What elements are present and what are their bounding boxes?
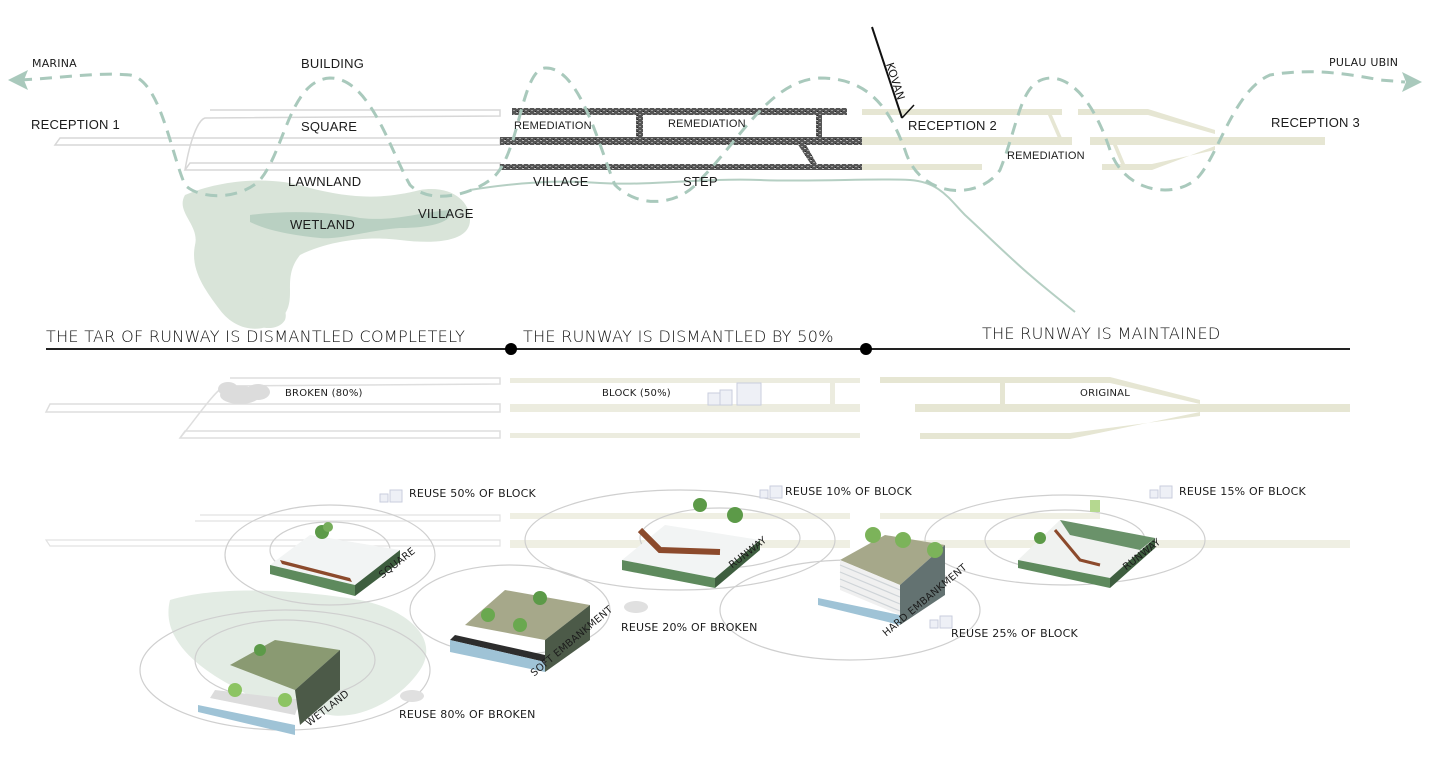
zone-remediation-1: REMEDIATION bbox=[514, 120, 592, 132]
zone-lawnland: LAWNLAND bbox=[288, 174, 362, 189]
runway-outline-left bbox=[53, 109, 501, 171]
runway-broken bbox=[44, 377, 501, 439]
route-dashed bbox=[19, 66, 1406, 203]
reception-3: RECEPTION 3 bbox=[1271, 115, 1360, 130]
zone-village-1: VILLAGE bbox=[418, 206, 474, 221]
phase-2-title: THE RUNWAY IS DISMANTLED BY 50% bbox=[523, 327, 834, 346]
zone-square: SQUARE bbox=[301, 119, 358, 134]
reuse-label-soft-embankment: REUSE 20% OF BROKEN bbox=[621, 621, 758, 634]
kovan-road bbox=[871, 26, 903, 119]
timeline-node-2[interactable] bbox=[860, 343, 872, 355]
phase-1-title: THE TAR OF RUNWAY IS DISMANTLED COMPLETE… bbox=[46, 327, 466, 346]
runway-state-block: BLOCK (50%) bbox=[602, 388, 671, 399]
arrow-left-icon bbox=[8, 70, 28, 90]
reuse-label-runway-1: REUSE 10% OF BLOCK bbox=[785, 485, 912, 498]
module-square[interactable] bbox=[270, 522, 400, 596]
timeline-node-1[interactable] bbox=[505, 343, 517, 355]
destination-marina: MARINA bbox=[32, 57, 77, 70]
arrow-right-icon bbox=[1402, 72, 1422, 92]
reception-2: RECEPTION 2 bbox=[908, 118, 997, 133]
wetland-area bbox=[182, 180, 470, 329]
river-line bbox=[469, 178, 1076, 313]
runway-block bbox=[510, 378, 860, 438]
zone-wetland: WETLAND bbox=[290, 217, 355, 232]
runway-original-right bbox=[862, 109, 1325, 170]
module-hard-embankment[interactable] bbox=[818, 527, 945, 625]
reuse-label-hard-embankment: REUSE 25% OF BLOCK bbox=[951, 627, 1078, 640]
runway-state-broken: BROKEN (80%) bbox=[285, 388, 363, 399]
zone-remediation-2: REMEDIATION bbox=[668, 118, 746, 130]
reuse-label-wetland: REUSE 80% OF BROKEN bbox=[399, 708, 536, 721]
module-wetland[interactable] bbox=[198, 640, 340, 735]
zone-village-2: VILLAGE bbox=[533, 174, 589, 189]
broken-rubble-icon bbox=[218, 382, 270, 404]
reuse-block-icon bbox=[379, 485, 1173, 629]
zone-building: BUILDING bbox=[301, 56, 365, 71]
zone-step: STEP bbox=[683, 174, 718, 189]
reuse-label-square: REUSE 50% OF BLOCK bbox=[409, 487, 536, 500]
destination-pulau-ubin: PULAU UBIN bbox=[1329, 56, 1399, 69]
module-runway-1[interactable] bbox=[622, 498, 760, 588]
zone-remediation-3: REMEDIATION bbox=[1007, 150, 1085, 162]
runway-original bbox=[880, 377, 1350, 439]
runway-tar-middle bbox=[500, 108, 880, 170]
runway-state-original: ORIGINAL bbox=[1080, 388, 1130, 399]
reuse-label-runway-2: REUSE 15% OF BLOCK bbox=[1179, 485, 1306, 498]
reuse-broken-icon bbox=[400, 601, 648, 702]
module-soft-embankment[interactable] bbox=[450, 590, 590, 672]
block-cubes-icon bbox=[707, 382, 762, 406]
phase-3-title: THE RUNWAY IS MAINTAINED bbox=[982, 324, 1221, 343]
reception-1: RECEPTION 1 bbox=[31, 117, 120, 132]
module-runway-2[interactable] bbox=[1018, 500, 1155, 588]
